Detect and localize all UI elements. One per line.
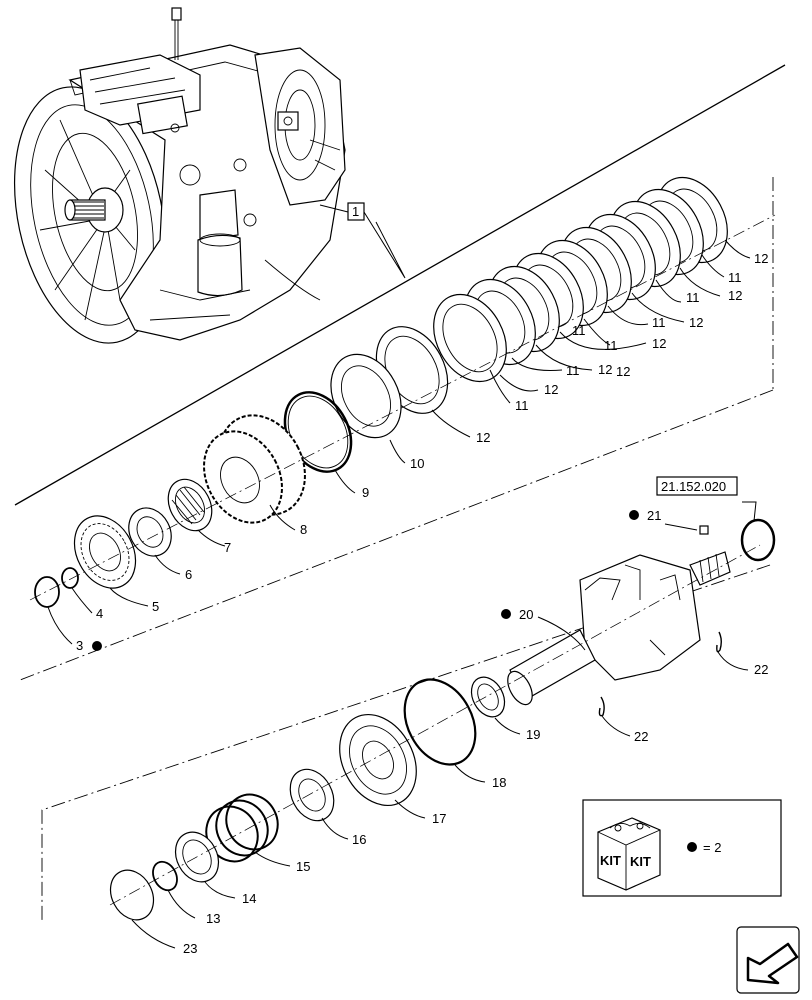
callout-22-a: 22 <box>634 729 648 744</box>
sleeve-part-16 <box>289 768 335 822</box>
transmission-assembly-illustration <box>13 7 346 344</box>
callout-12-a: 12 <box>476 430 490 445</box>
callout-11-b: 11 <box>566 363 580 378</box>
callout-labels: 3 4 5 6 7 8 9 10 11 11 11 11 11 11 11 12… <box>76 251 768 956</box>
callout-14: 14 <box>242 891 256 906</box>
reference-box-label: 21.152.020 <box>661 479 726 494</box>
callout-8: 8 <box>300 522 307 537</box>
plate-part-23 <box>109 869 155 921</box>
next-page-arrow-icon[interactable] <box>736 926 800 994</box>
callout-11-a: 11 <box>515 398 529 413</box>
leader-lines <box>47 239 757 949</box>
callout-11-c: 11 <box>604 338 618 353</box>
ring-ref-21-152-020 <box>740 518 776 562</box>
callout-12-b: 12 <box>544 382 558 397</box>
callout-12-e: 12 <box>689 315 703 330</box>
clip-part-22-right <box>716 631 722 653</box>
callout-12-g: 12 <box>754 251 768 266</box>
callout-1: 1 <box>352 204 359 219</box>
needle-bearing-part-7 <box>167 478 213 532</box>
ring-part-19 <box>470 676 506 718</box>
pin-part-21 <box>699 525 709 535</box>
gear-part-8 <box>203 414 306 524</box>
callout-12-d: 12 <box>652 336 666 351</box>
ring-part-3 <box>34 576 60 608</box>
callout-21: 21 <box>647 508 661 523</box>
callout-10: 10 <box>410 456 424 471</box>
callout-17: 17 <box>432 811 446 826</box>
callout-12-h: 12 <box>616 364 630 379</box>
snap-ring-part-13 <box>152 860 178 892</box>
section-divider-line <box>14 64 786 506</box>
callout-7: 7 <box>224 540 231 555</box>
callout-23: 23 <box>183 941 197 956</box>
callout-12-c: 12 <box>598 362 612 377</box>
kit-legend: KIT KIT = 2 <box>582 799 782 897</box>
reference-box: 21.152.020 <box>656 476 738 496</box>
callout-12-f: 12 <box>728 288 742 303</box>
kit-dot-3 <box>92 641 102 651</box>
callout-4: 4 <box>96 606 103 621</box>
callout-5: 5 <box>152 599 159 614</box>
carrier-shaft-part-20 <box>507 551 731 706</box>
callout-11-f: 11 <box>728 270 742 285</box>
piston-part-17 <box>339 713 417 807</box>
clip-part-22-left <box>598 696 605 717</box>
washer-part-6 <box>128 507 172 557</box>
kit-legend-dot <box>687 842 697 852</box>
kit-marker-dots <box>92 510 639 651</box>
callout-11-d: 11 <box>652 315 666 330</box>
callout-6: 6 <box>185 567 192 582</box>
callout-11-e: 11 <box>686 290 700 305</box>
seal-part-18 <box>403 678 477 766</box>
callout-16: 16 <box>352 832 366 847</box>
kit-label-left: KIT <box>600 853 621 868</box>
callout-11-g: 11 <box>572 323 586 338</box>
callout-13: 13 <box>206 911 220 926</box>
kit-box-icon: KIT KIT <box>597 817 661 891</box>
callout-3: 3 <box>76 638 83 653</box>
kit-dot-20 <box>501 609 511 619</box>
kit-dot-21 <box>629 510 639 520</box>
callout-15: 15 <box>296 859 310 874</box>
callout-22-b: 22 <box>754 662 768 677</box>
clutch-disc-stack <box>283 176 728 473</box>
callout-19: 19 <box>526 727 540 742</box>
callout-18: 18 <box>492 775 506 790</box>
kit-legend-equals: = 2 <box>703 840 721 855</box>
snap-ring-part-4 <box>61 567 79 589</box>
kit-label-right: KIT <box>630 854 651 869</box>
callout-1-group: 1 <box>319 202 406 279</box>
bearing-part-5 <box>73 515 137 589</box>
lower-assembly-boundary <box>41 564 771 920</box>
callout-20: 20 <box>519 607 533 622</box>
upper-assembly-boundary <box>19 177 774 681</box>
callout-9: 9 <box>362 485 369 500</box>
